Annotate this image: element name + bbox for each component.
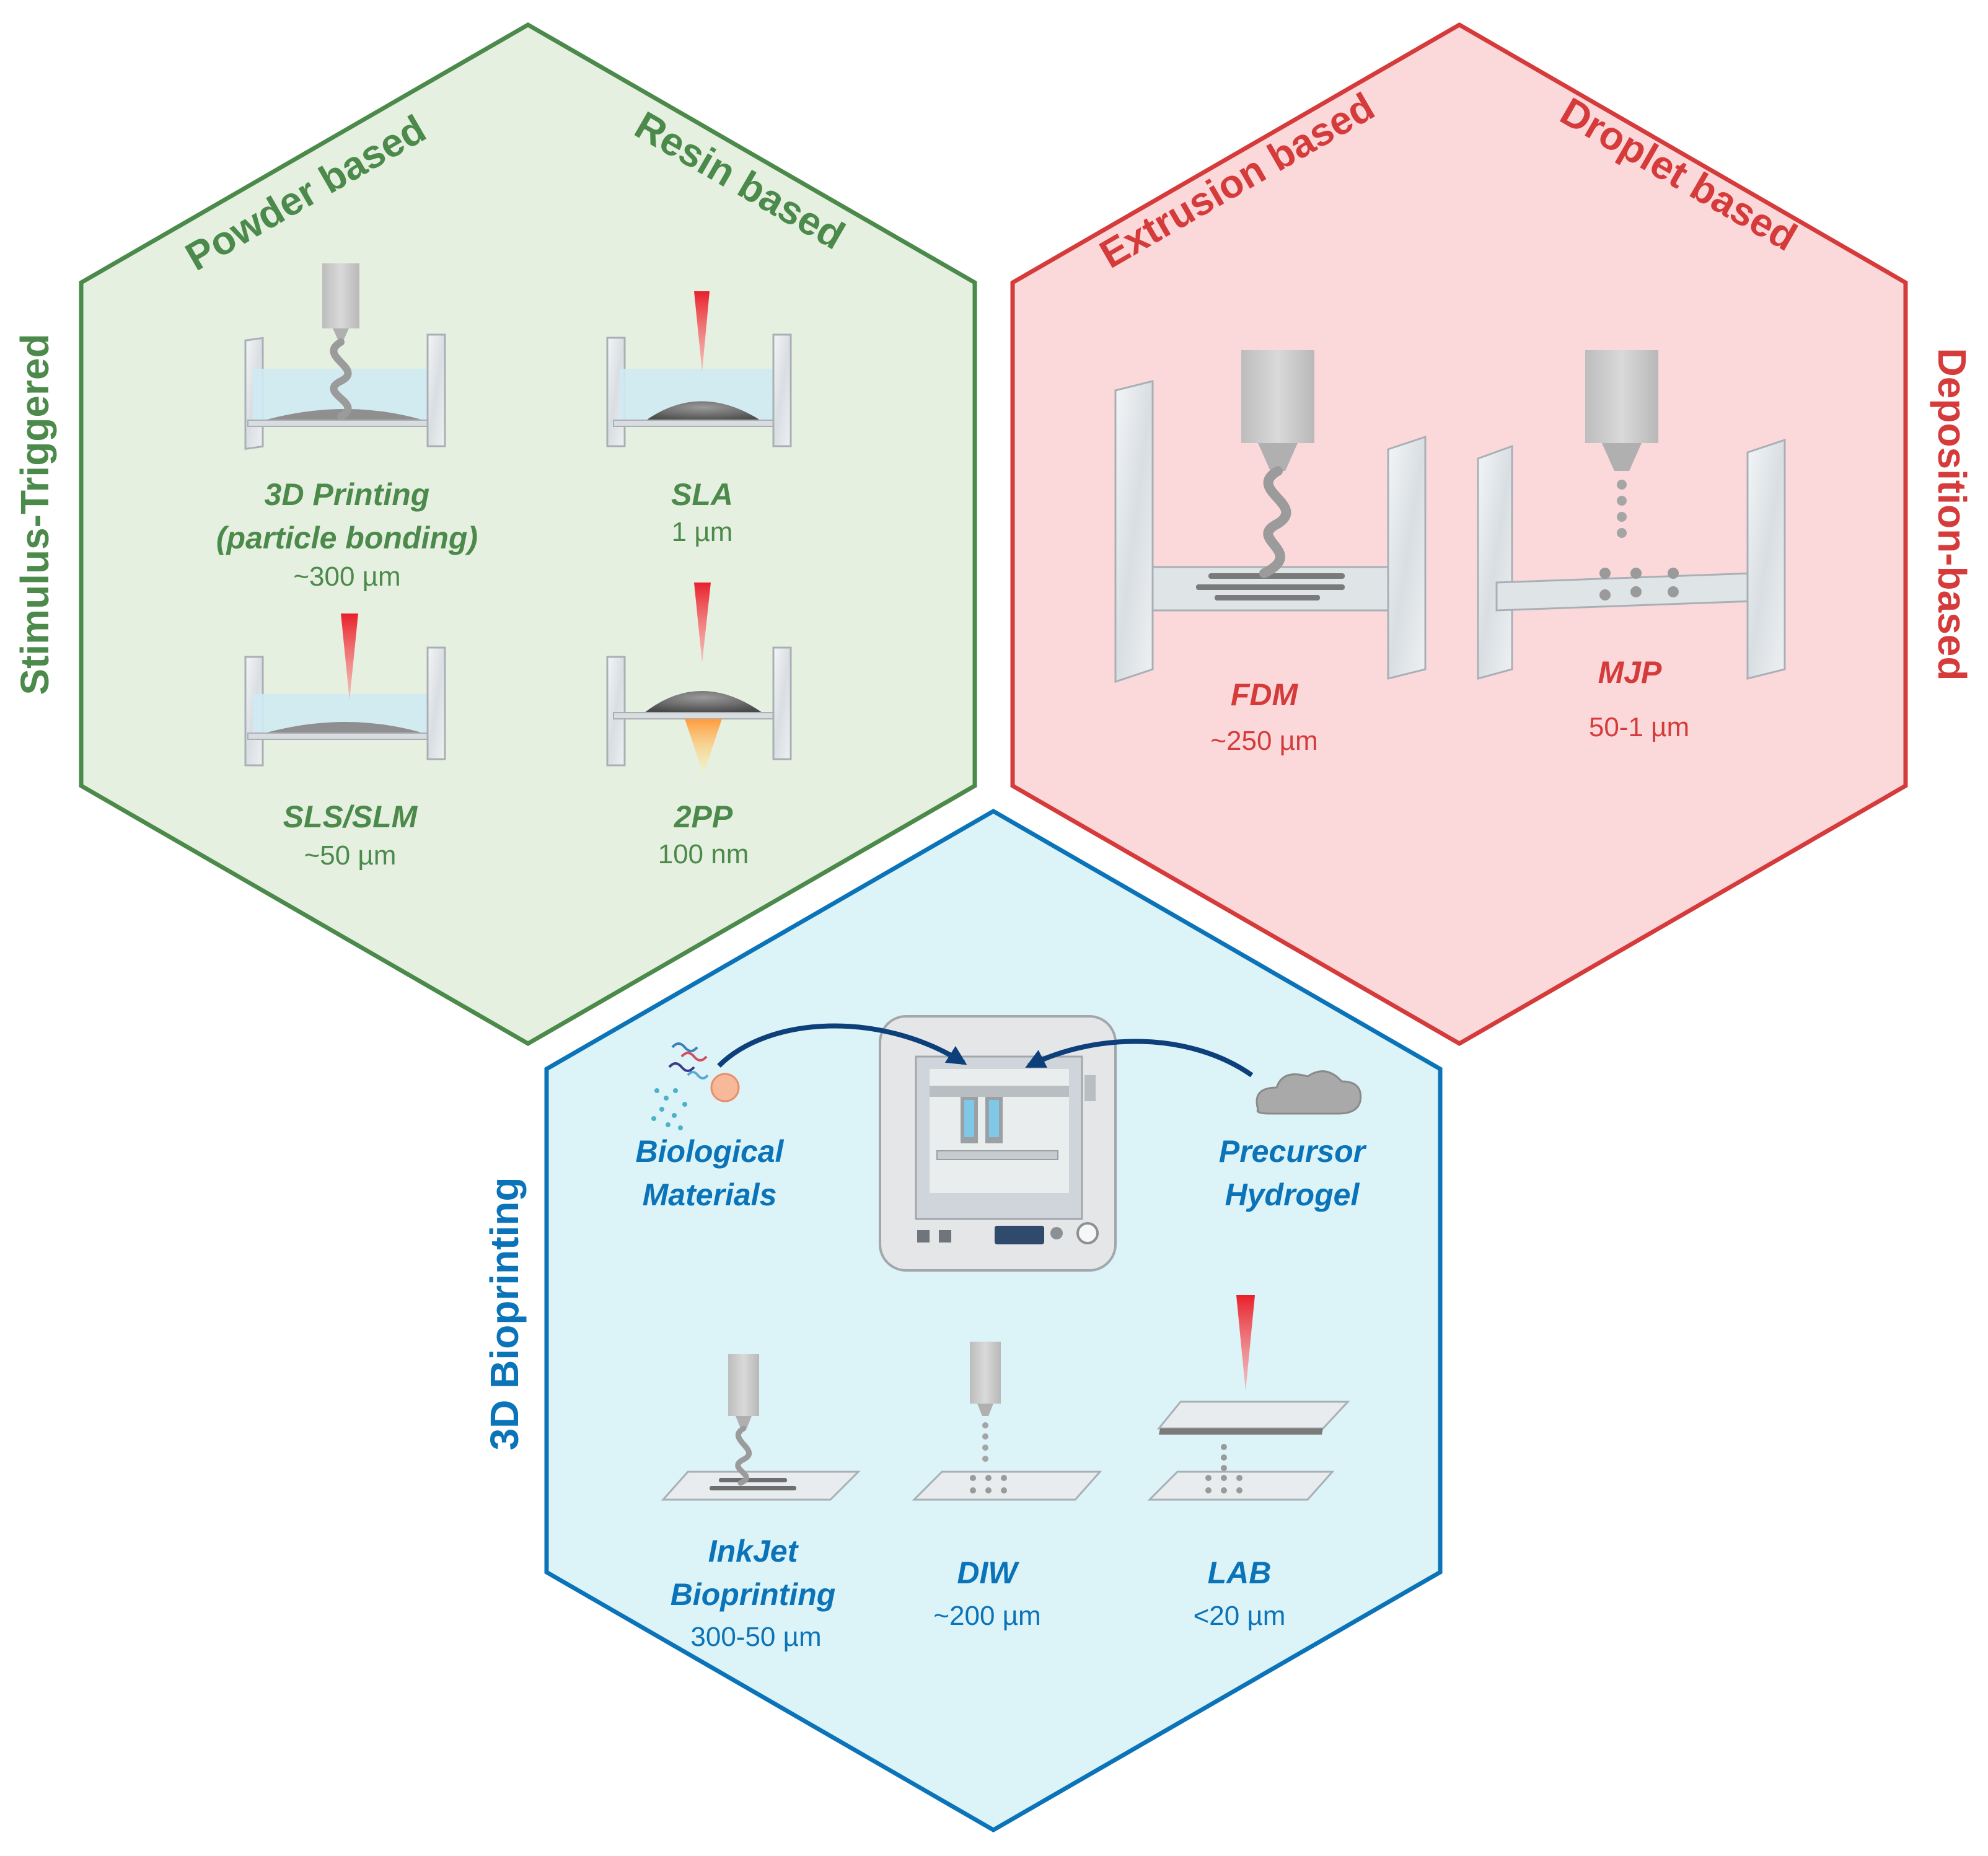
inkjet-bioprinting-icon	[661, 1354, 861, 1501]
sla-resolution: 1 µm	[672, 517, 733, 547]
laser-icon	[694, 291, 710, 372]
2pp-resolution: 100 nm	[658, 839, 749, 869]
diw-name: DIW	[957, 1555, 1019, 1590]
diw-resolution: ~200 µm	[933, 1601, 1040, 1631]
hydrogel-cloud-icon	[1256, 1070, 1362, 1115]
fdm-name: FDM	[1231, 677, 1299, 712]
laser-icon	[694, 583, 711, 663]
sls-resolution: ~50 µm	[304, 840, 397, 871]
arrow-icon	[1025, 1039, 1254, 1078]
inkjet-name-line1: InkJet	[708, 1534, 799, 1568]
fdm-printer-icon	[1114, 350, 1427, 684]
deposition-side-label: Deposition-based	[1930, 348, 1974, 681]
arrow-icon	[717, 1023, 967, 1068]
2pp-name: 2PP	[674, 799, 733, 834]
biomolecules-icon	[651, 1042, 740, 1130]
sla-name: SLA	[671, 477, 733, 512]
sls-printer-icon	[244, 614, 446, 767]
powder-bed-printer-icon	[244, 263, 446, 451]
mjp-name: MJP	[1598, 655, 1662, 690]
precursor-hydrogel-line1: Precursor	[1219, 1134, 1367, 1169]
fdm-resolution: ~250 µm	[1210, 726, 1317, 756]
mjp-printer-icon	[1477, 350, 1786, 680]
inkjet-resolution: 300-50 µm	[690, 1622, 821, 1652]
laser-icon	[341, 614, 358, 700]
stimulus-hexagon	[79, 22, 977, 1047]
precursor-hydrogel-line2: Hydrogel	[1225, 1177, 1360, 1212]
diw-icon	[912, 1342, 1102, 1501]
stimulus-side-label: Stimulus-Triggered	[12, 333, 57, 695]
bioprinting-hexagon	[544, 808, 1443, 1833]
powder-3dp-name-line1: 3D Printing	[265, 477, 430, 512]
lab-resolution: <20 µm	[1194, 1601, 1286, 1631]
bioprinting-side-label: 3D Bioprinting	[482, 1177, 527, 1451]
deposition-hexagon	[1010, 22, 1908, 1047]
biological-materials-line1: Biological	[636, 1134, 785, 1169]
2pp-printer-icon	[606, 583, 792, 775]
sls-name: SLS/SLM	[283, 799, 418, 834]
bioprinter-icon	[879, 1015, 1117, 1272]
powder-3dp-resolution: ~300 µm	[293, 561, 400, 592]
mjp-resolution: 50-1 µm	[1589, 712, 1689, 742]
lab-icon	[1147, 1295, 1350, 1501]
biological-materials-line2: Materials	[643, 1177, 777, 1212]
sla-printer-icon	[606, 291, 792, 447]
inkjet-name-line2: Bioprinting	[671, 1577, 836, 1612]
laser-icon	[1236, 1295, 1255, 1391]
powder-3dp-name-line2: (particle bonding)	[216, 521, 478, 555]
lab-name: LAB	[1208, 1555, 1272, 1590]
